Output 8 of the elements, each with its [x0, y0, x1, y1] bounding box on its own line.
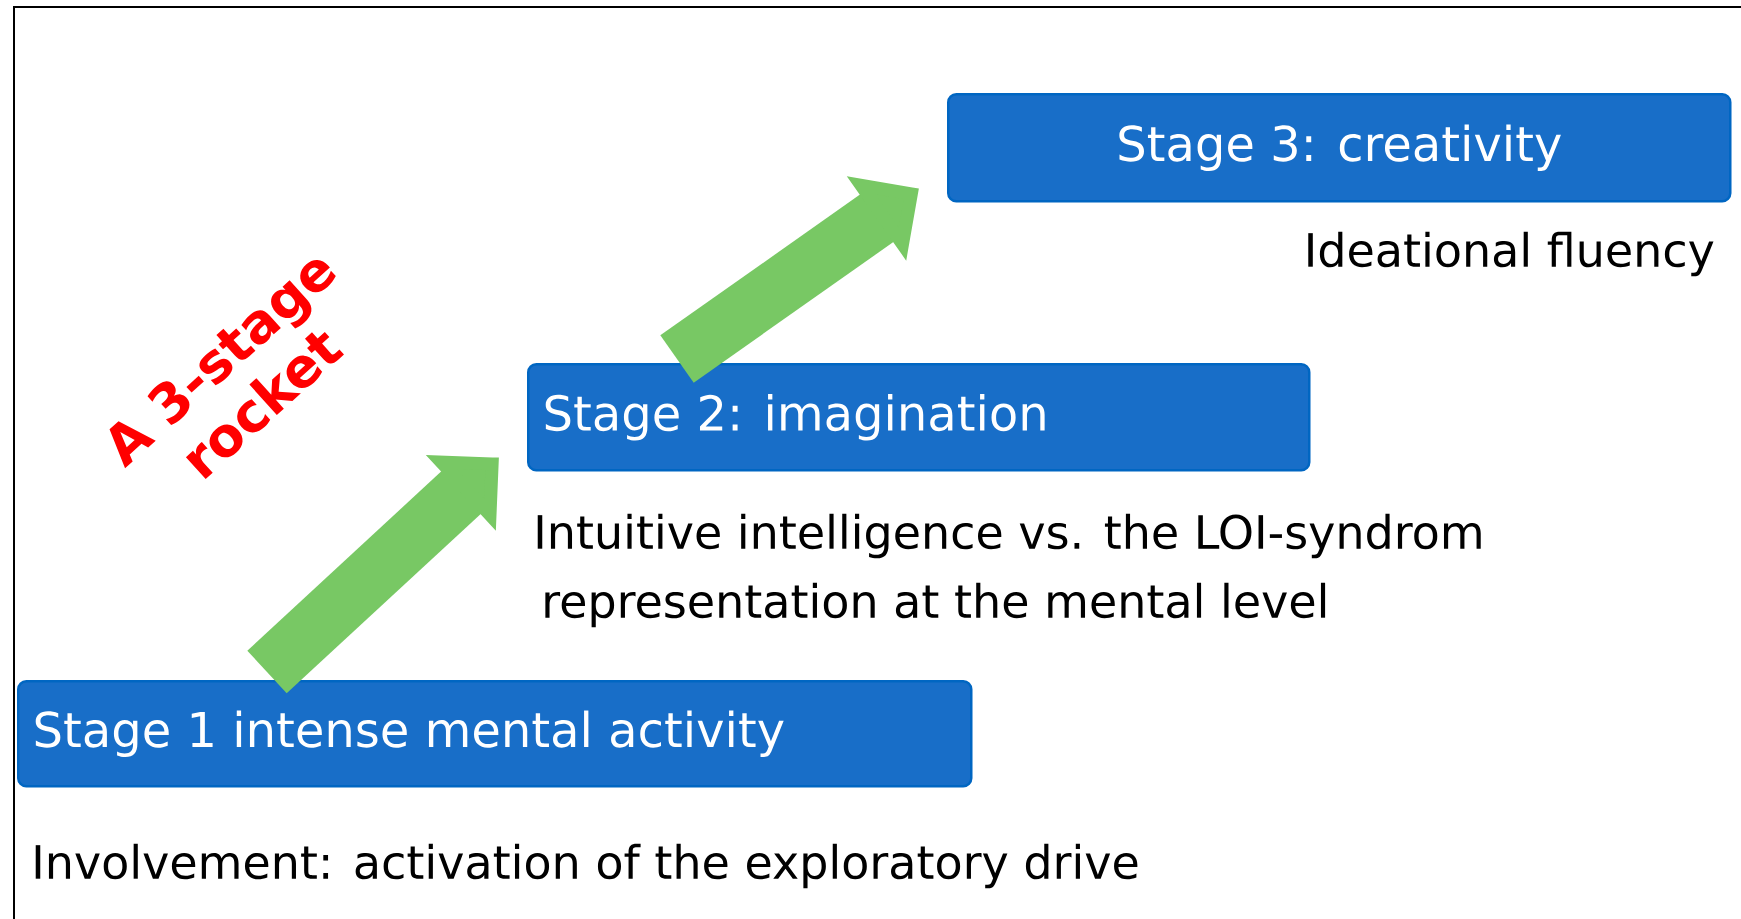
caption-text: Involvement: activation of the exploratory drive: [35, 843, 1138, 889]
caption-text: Intuitive intelligence vs. the LOI-syndrom: [537, 513, 1481, 559]
stage-box: Stage 3: creativity: [947, 93, 1732, 203]
stage-box: Stage 2: imagination: [527, 363, 1311, 472]
caption-text: representation at the mental level: [545, 582, 1326, 628]
block-arrow: [247, 454, 499, 694]
caption-text: Ideational fluency: [1308, 231, 1714, 277]
stage-box: Stage 1 intense mental activity: [17, 680, 973, 788]
